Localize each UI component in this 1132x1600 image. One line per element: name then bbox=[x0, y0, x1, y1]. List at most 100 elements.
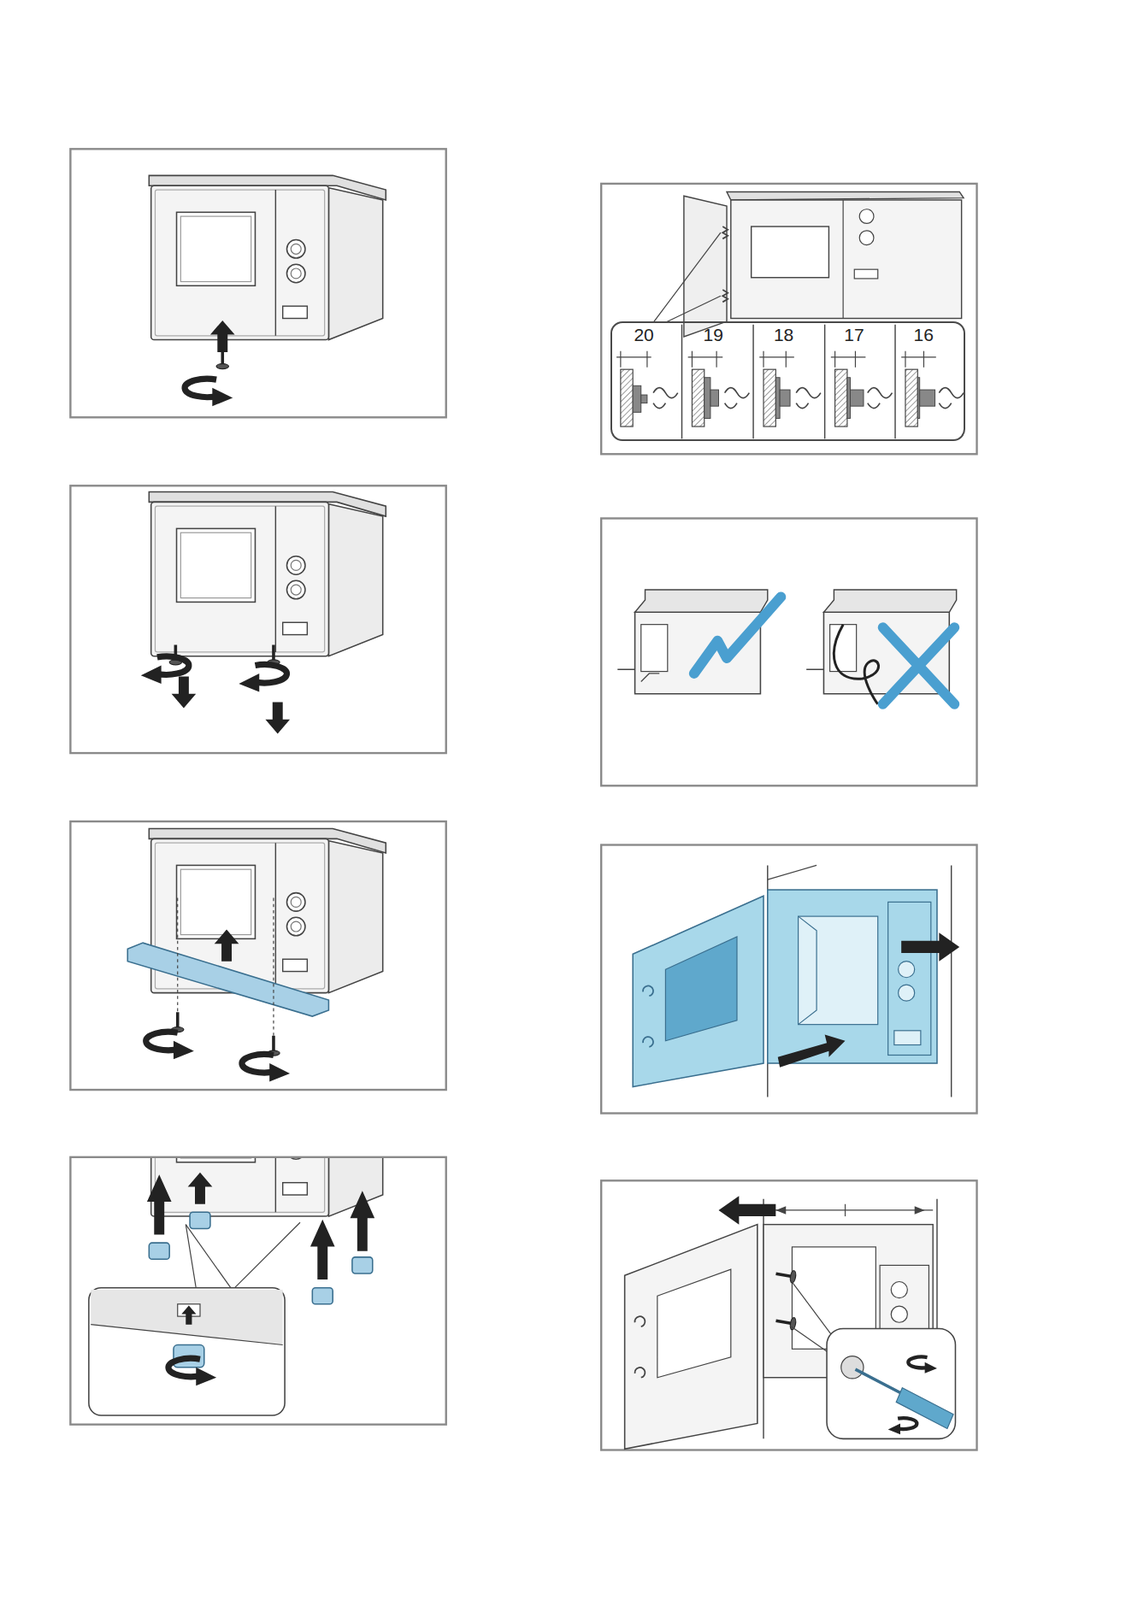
step-adjust-brackets bbox=[616, 191, 964, 439]
panel-frames-part bbox=[70, 148, 446, 418]
step-adjust-brackets-part-part bbox=[824, 324, 826, 440]
step-adjust-brackets-part-part-part bbox=[710, 389, 720, 407]
step-adjust-brackets-part bbox=[731, 200, 962, 319]
step-remove-feet-screws-part bbox=[171, 677, 197, 709]
step-adjust-brackets-part-part bbox=[653, 388, 964, 409]
step-remove-feet-screws-part bbox=[148, 491, 386, 656]
step-adjust-brackets-part-part-part bbox=[867, 388, 893, 409]
step-fit-feet-part bbox=[88, 1288, 285, 1416]
distance-value: 20 bbox=[633, 325, 654, 344]
step-fit-feet-part bbox=[181, 1305, 196, 1325]
panel-frames-part bbox=[601, 518, 977, 786]
step-adjust-brackets-part-part-part bbox=[632, 385, 642, 413]
step-fit-rail-part bbox=[146, 1031, 195, 1060]
step-fix-appliance-part bbox=[718, 1196, 776, 1225]
step-adjust-brackets-part-part bbox=[894, 324, 896, 440]
step-adjust-brackets-part-part-part bbox=[854, 351, 856, 368]
step-fix-appliance-part bbox=[844, 1204, 846, 1217]
step-adjust-brackets-part-part-part bbox=[831, 356, 867, 358]
step-adjust-brackets-part-part-part bbox=[688, 356, 724, 358]
step-cable-routing-part bbox=[823, 589, 956, 613]
step-adjust-brackets-part-part bbox=[752, 324, 754, 440]
step-adjust-brackets-part bbox=[859, 209, 874, 225]
step-adjust-brackets-part-part bbox=[620, 369, 633, 427]
step-adjust-brackets-part-part-part bbox=[762, 351, 764, 368]
step-adjust-brackets-part bbox=[722, 289, 728, 302]
step-cable-routing bbox=[617, 589, 956, 705]
step-remove-feet-screws-part bbox=[238, 664, 287, 692]
step-fix-appliance-part bbox=[907, 1357, 938, 1374]
step-insert-appliance-part bbox=[632, 896, 764, 1087]
step-insert-appliance-part bbox=[901, 932, 960, 962]
step-fit-feet-part bbox=[185, 1225, 196, 1289]
step-insert-appliance-part bbox=[642, 985, 654, 1047]
step-remove-screw-part bbox=[216, 348, 229, 369]
step-adjust-brackets-part bbox=[616, 351, 964, 427]
step-fit-feet-part bbox=[147, 1174, 172, 1235]
panel-frames-part bbox=[601, 845, 977, 1115]
scale-box: 2019181716 bbox=[610, 321, 966, 442]
step-fit-feet-part bbox=[310, 1220, 336, 1280]
step-fit-feet-part bbox=[185, 1225, 231, 1289]
step-adjust-brackets-part-part bbox=[616, 351, 937, 368]
step-cable-routing-part bbox=[641, 673, 660, 683]
step-fix-appliance-part bbox=[879, 1265, 929, 1338]
step-adjust-brackets-part bbox=[683, 195, 727, 337]
step-adjust-brackets-part-part-part bbox=[779, 389, 791, 407]
step-fit-feet-part bbox=[90, 1290, 283, 1345]
step-insert-appliance-part bbox=[950, 865, 952, 1097]
step-remove-screw-part bbox=[148, 175, 386, 340]
panel-frames-part bbox=[70, 485, 446, 754]
step-adjust-brackets-part-part-part bbox=[834, 351, 836, 368]
step-cable-routing-part bbox=[694, 596, 781, 674]
step-fix-appliance-part bbox=[634, 1316, 645, 1378]
step-adjust-brackets-part-part-part bbox=[646, 351, 648, 368]
step-fit-feet-part bbox=[90, 1325, 283, 1346]
step-adjust-brackets-part-part-part bbox=[619, 351, 621, 368]
step-fix-appliance-part bbox=[890, 1306, 908, 1323]
step-adjust-brackets-part-part bbox=[691, 369, 704, 427]
step-fix-appliance-part bbox=[841, 1356, 864, 1380]
step-fix-appliance-part bbox=[890, 1282, 908, 1299]
step-adjust-brackets-part bbox=[682, 324, 897, 440]
step-remove-feet-screws bbox=[141, 491, 387, 734]
step-fit-feet-part-part bbox=[312, 1288, 333, 1305]
step-adjust-brackets-part bbox=[854, 269, 878, 279]
panel-frames bbox=[70, 148, 977, 1451]
step-fix-appliance-part bbox=[775, 1206, 786, 1215]
step-remove-screw bbox=[148, 175, 386, 407]
step-fix-appliance-part bbox=[888, 1418, 918, 1435]
step-fit-feet-part-part bbox=[189, 1212, 211, 1229]
distance-value: 17 bbox=[843, 325, 864, 344]
step-fit-feet-part bbox=[188, 1173, 213, 1205]
step-fix-appliance-part bbox=[896, 1388, 954, 1430]
step-adjust-brackets-part-part-part bbox=[775, 377, 780, 419]
step-fix-appliance-part bbox=[774, 1267, 796, 1284]
step-adjust-brackets-part-part bbox=[835, 369, 848, 427]
step-fit-rail-part bbox=[241, 1055, 290, 1083]
step-insert-appliance-part bbox=[665, 937, 737, 1042]
distance-value: 16 bbox=[913, 325, 934, 344]
step-fit-rail-part bbox=[176, 898, 178, 1014]
step-fix-appliance-part bbox=[657, 1269, 732, 1379]
step-adjust-brackets-part-part-part bbox=[725, 388, 750, 409]
step-adjust-brackets-part-part-part bbox=[919, 389, 936, 407]
step-adjust-brackets-part bbox=[843, 200, 844, 319]
step-adjust-brackets-part-part-part bbox=[759, 356, 795, 358]
step-fit-rail-part bbox=[214, 930, 240, 962]
step-insert-appliance-part bbox=[798, 916, 879, 1026]
step-insert-appliance-part bbox=[778, 1035, 846, 1068]
step-fix-appliance-part bbox=[854, 1369, 907, 1397]
distance-value: 19 bbox=[703, 325, 724, 344]
step-fix-appliance bbox=[624, 1196, 956, 1450]
step-adjust-brackets-part-part-part bbox=[715, 351, 717, 368]
step-insert-appliance-part bbox=[767, 865, 817, 880]
panel-frames-part bbox=[601, 183, 977, 454]
step-insert-appliance-part bbox=[898, 984, 915, 1002]
step-cable-routing-part bbox=[883, 627, 956, 705]
step-fix-appliance-part bbox=[914, 1206, 926, 1215]
step-adjust-brackets-part-part bbox=[632, 377, 935, 419]
step-adjust-brackets-part-part-part bbox=[641, 395, 648, 404]
